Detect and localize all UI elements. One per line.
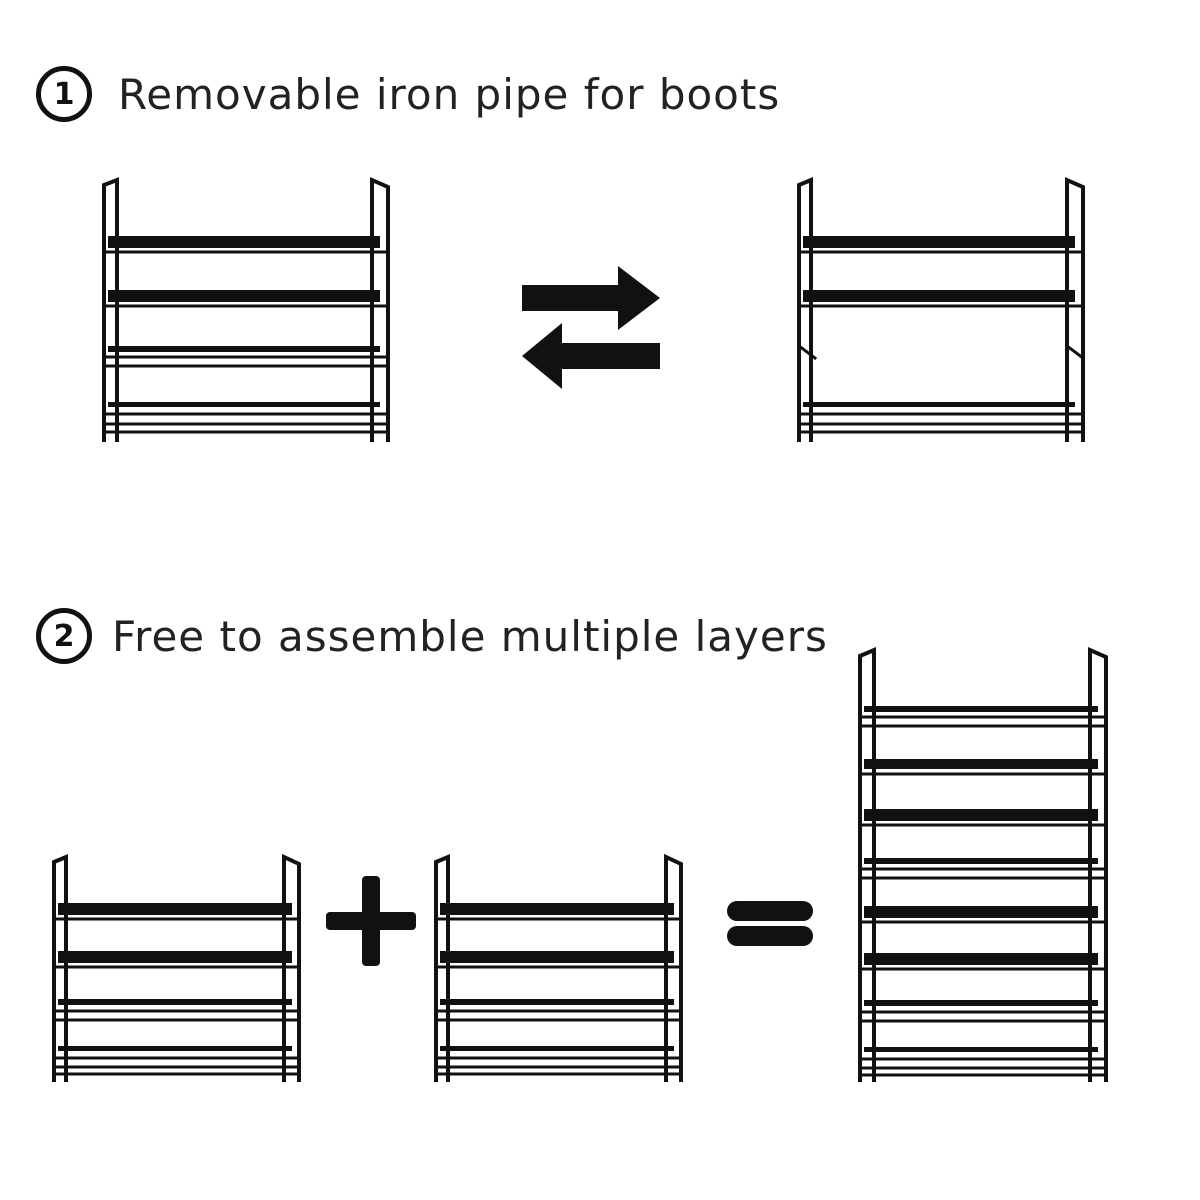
step-2-heading: 2 Free to assemble multiple layers (36, 608, 828, 664)
three-tier-shoe-rack-boot-space (796, 176, 1086, 442)
eight-tier-shoe-rack (858, 646, 1108, 1082)
four-tier-shoe-rack (102, 176, 390, 442)
step-1-heading: 1 Removable iron pipe for boots (36, 66, 780, 122)
step-1-title: Removable iron pipe for boots (118, 69, 781, 119)
step-1-number-badge: 1 (36, 66, 92, 122)
step-2-title: Free to assemble multiple layers (112, 611, 828, 661)
plus-icon (326, 876, 416, 966)
four-tier-shoe-rack-b (434, 853, 683, 1082)
equals-icon (727, 901, 813, 946)
swap-arrows-icon (522, 266, 660, 389)
four-tier-shoe-rack-a (52, 853, 301, 1082)
step-2-number-badge: 2 (36, 608, 92, 664)
